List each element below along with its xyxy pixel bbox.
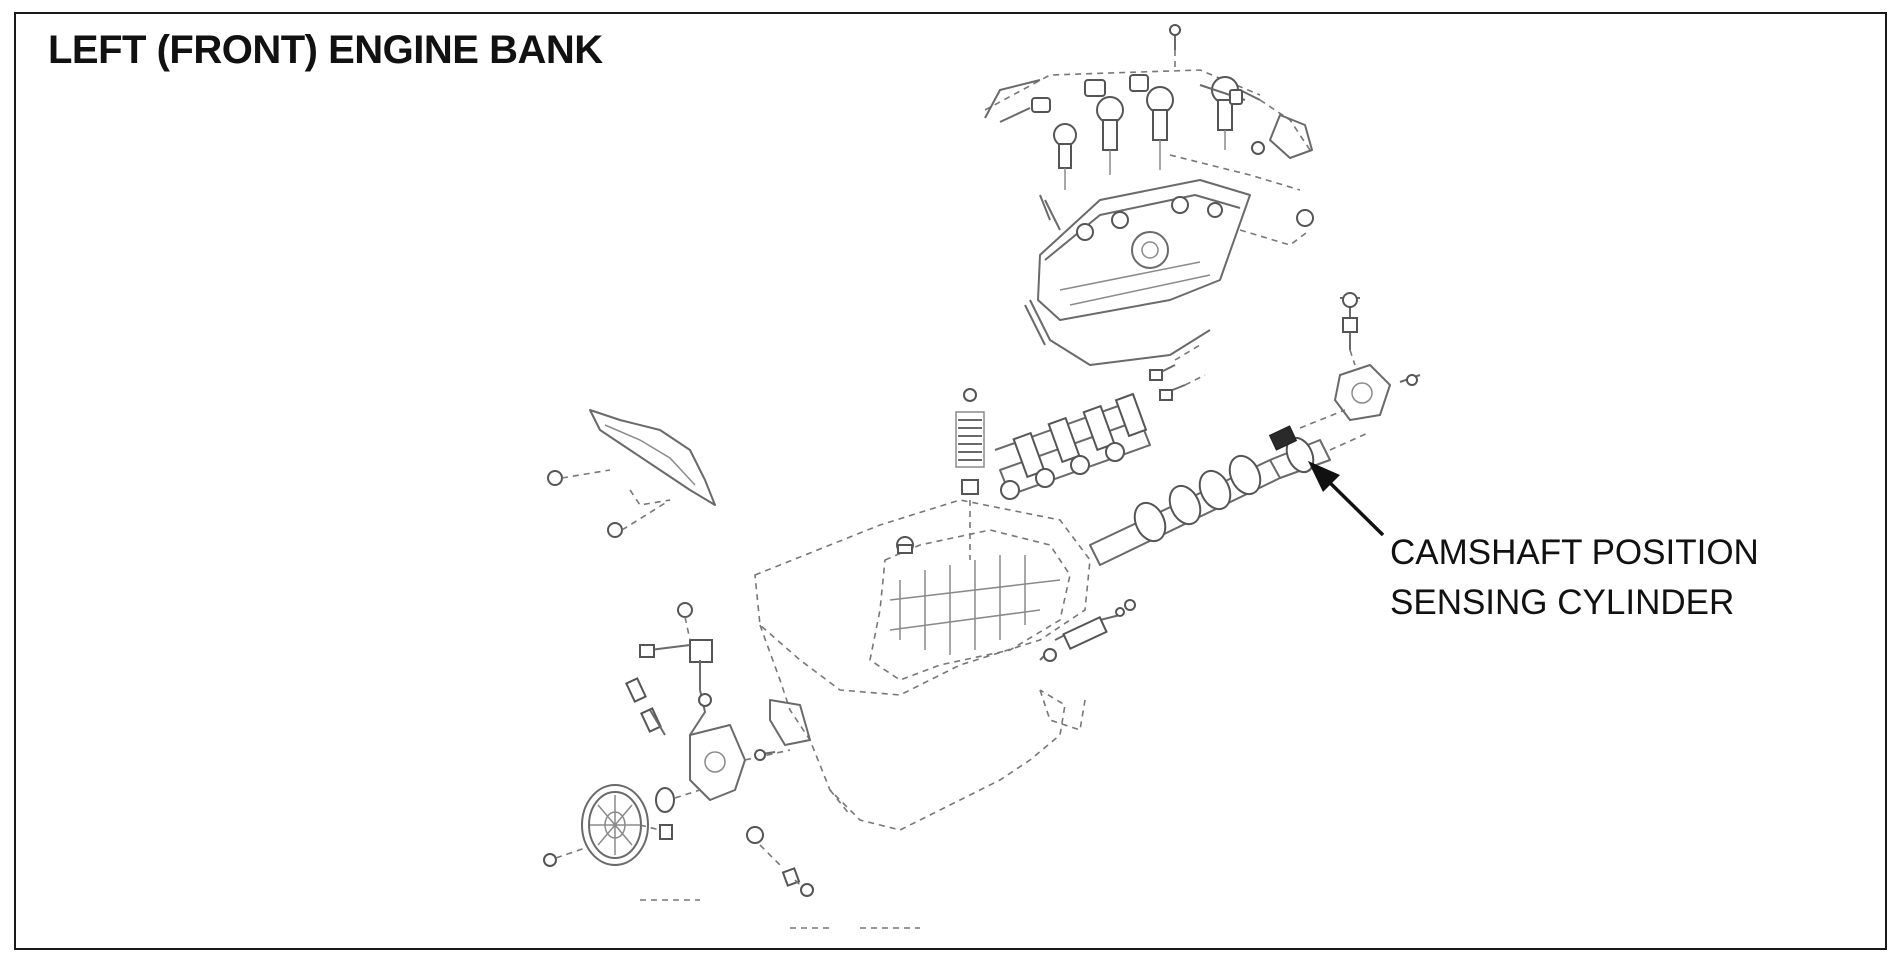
lower-fasteners — [640, 826, 920, 929]
engine-block — [759, 599, 1136, 831]
timing-belt-back-cover — [547, 409, 716, 538]
callout-line-1: CAMSHAFT POSITION — [1390, 533, 1759, 572]
cylinder-head — [754, 499, 1091, 696]
diagram-frame — [14, 12, 1887, 950]
camshaft-position-sensing-cylinder-label: CAMSHAFT POSITION SENSING CYLINDER — [1390, 528, 1759, 628]
diagram-title: LEFT (FRONT) ENGINE BANK — [48, 28, 603, 72]
camshaft-holder — [1334, 292, 1421, 421]
ignition-coil-assembly — [984, 24, 1313, 231]
camshaft — [1089, 431, 1371, 566]
camshaft-pulley — [543, 784, 701, 867]
valve-spring — [955, 388, 985, 560]
camshaft-position-sensing-cylinder — [1268, 409, 1346, 451]
water-pump-assembly — [625, 602, 811, 801]
cylinder-head-cover — [1024, 179, 1314, 366]
callout-arrow — [1308, 461, 1385, 537]
rocker-arm-assembly — [994, 344, 1206, 500]
callout-line-2: SENSING CYLINDER — [1390, 583, 1735, 622]
